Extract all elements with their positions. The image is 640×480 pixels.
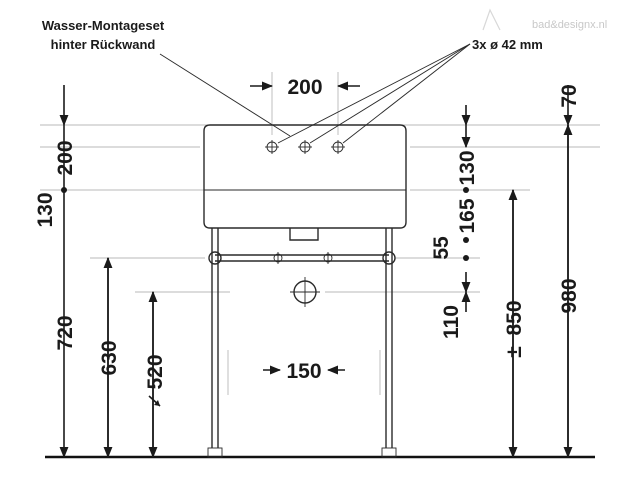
dim-right-850: 850 ± <box>503 188 526 459</box>
note-line-2: hinter Rückwand <box>51 37 156 52</box>
dim-left-520: 520 <box>144 290 167 459</box>
dim-label: 200 <box>287 76 322 99</box>
plus-minus-sign: ± <box>503 346 526 358</box>
dim-right-chain: 130 165 55 110 <box>430 105 479 339</box>
watermark-text: bad&designx.nl <box>532 19 607 31</box>
waste-outlet-icon <box>290 277 320 307</box>
dim-label: 55 <box>430 236 453 260</box>
dim-label: 130 <box>34 192 57 227</box>
watermark-logo: bad&designx.nl <box>482 8 607 31</box>
tap-hole-icon <box>331 140 345 154</box>
dim-label: 70 <box>558 84 581 107</box>
dim-label: 110 <box>440 305 463 339</box>
note-line-1: Wasser-Montageset <box>42 18 165 33</box>
mounting-note: Wasser-Montageset hinter Rückwand <box>42 18 165 52</box>
dim-label: 850 <box>503 300 526 335</box>
washbasin <box>203 124 407 241</box>
dim-label: 630 <box>98 340 121 375</box>
tap-hole-icon <box>298 140 312 154</box>
tap-hole-icon <box>265 140 279 154</box>
dim-label: 165 <box>456 198 479 233</box>
dim-label: 130 <box>456 150 479 185</box>
dim-label: 980 <box>558 278 581 313</box>
holes-note: 3x ø 42 mm <box>472 37 543 52</box>
dim-label: 200 <box>54 140 77 175</box>
dim-label: 150 <box>286 360 321 383</box>
metal-console-frame <box>207 228 397 458</box>
dim-bottom-150: 150 <box>263 360 345 383</box>
dim-left-chain: 200 130 720 <box>34 85 77 459</box>
dim-label: 520 <box>144 354 167 389</box>
dim-right-980: 70 980 <box>558 84 581 459</box>
dim-left-630: 630 <box>98 256 121 459</box>
dim-label: 720 <box>54 315 77 350</box>
leader-lines <box>159 43 471 144</box>
dim-top-200: 200 <box>250 76 360 99</box>
